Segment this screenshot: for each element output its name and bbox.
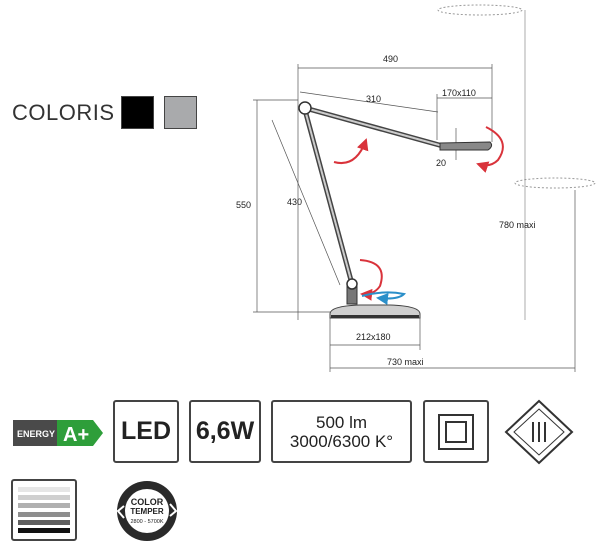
color-swatch-black xyxy=(121,96,154,129)
power-badge: 6,6W xyxy=(189,400,261,463)
dim-height: 550 xyxy=(236,200,251,210)
dim-upper-arm: 310 xyxy=(366,94,381,104)
double-insulation-icon xyxy=(504,399,574,465)
swivel-arrow xyxy=(361,291,407,305)
lumens-label: 500 lm xyxy=(315,412,368,432)
color-temper-range: 2800 - 5700K xyxy=(130,519,163,525)
dim-overall-width: 490 xyxy=(383,54,398,64)
class-ii-badge xyxy=(423,400,489,463)
power-label: 6,6W xyxy=(195,417,255,445)
coloris-label: COLORIS xyxy=(12,100,115,125)
dimmer-icon xyxy=(11,479,77,541)
class-ii-icon xyxy=(438,413,474,450)
led-badge: LED xyxy=(113,400,179,463)
color-temper-title: COLOR xyxy=(131,497,164,507)
luminous-badge: 500 lm 3000/6300 K° xyxy=(271,400,412,463)
energy-class: A+ xyxy=(63,424,89,446)
energy-class-badge: ENERGY A+ xyxy=(13,420,103,446)
energy-label: ENERGY xyxy=(17,429,55,439)
color-temper-sub: TEMPER xyxy=(130,507,164,516)
lamp-silhouette xyxy=(298,101,493,319)
max-position-ghost xyxy=(437,4,596,189)
color-temperature-icon: COLOR TEMPER 2800 - 5700K xyxy=(116,481,178,541)
rotation-arrows xyxy=(333,126,504,301)
color-temp-label: 3000/6300 K° xyxy=(289,431,394,451)
dim-max-height: 780 maxi xyxy=(499,220,536,230)
dim-head-thickness: 20 xyxy=(436,158,446,168)
led-label: LED xyxy=(121,417,171,445)
dim-max-reach: 730 maxi xyxy=(387,357,424,367)
dim-head-size: 170x110 xyxy=(442,88,476,98)
color-swatch-grey xyxy=(164,96,197,129)
dim-lower-arm: 430 xyxy=(287,197,302,207)
dim-base-size: 212x180 xyxy=(356,332,391,342)
lamp-technical-drawing: 490 310 170x110 20 550 430 780 maxi 212x… xyxy=(236,4,596,372)
